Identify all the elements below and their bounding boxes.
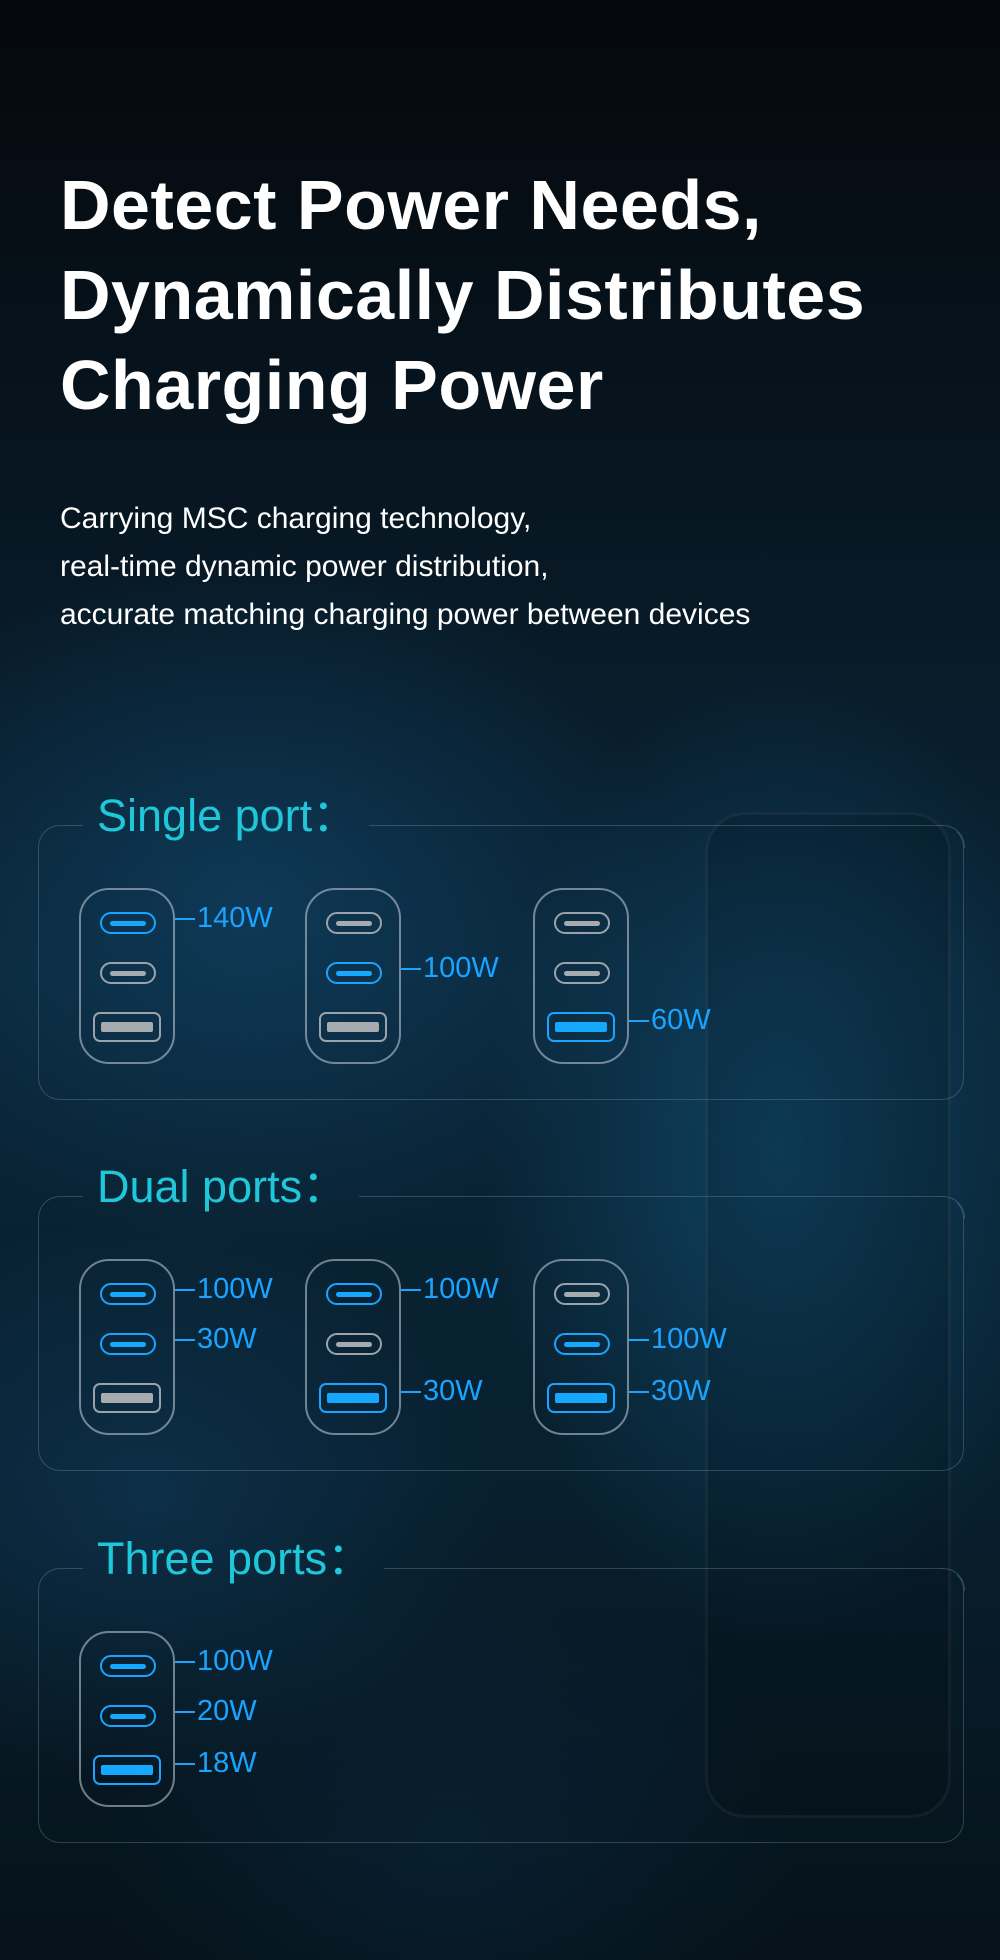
power-value: 100W bbox=[423, 952, 499, 984]
charger-icon bbox=[79, 1631, 175, 1807]
power-value: 18W bbox=[197, 1747, 257, 1779]
charger-icon bbox=[305, 1259, 401, 1435]
usb-c-port-icon bbox=[554, 1333, 610, 1355]
usb-c-port-icon bbox=[100, 1655, 156, 1677]
connector-line bbox=[401, 1288, 421, 1291]
port-power-label: 100W bbox=[401, 952, 499, 985]
subtitle-line: Carrying MSC charging technology, bbox=[60, 502, 532, 535]
usb-c-port-icon bbox=[100, 962, 156, 984]
power-value: 140W bbox=[197, 902, 273, 934]
connector-line bbox=[175, 1288, 195, 1291]
usb-c-port-icon bbox=[326, 962, 382, 984]
port-mode-section: Dual ports： 100W 30W 100W 30W 100W 30W bbox=[38, 1161, 965, 1471]
charger-icon bbox=[533, 1259, 629, 1435]
power-value: 30W bbox=[651, 1375, 711, 1407]
usb-a-port-icon bbox=[319, 1383, 387, 1413]
usb-c-port-icon bbox=[326, 1333, 382, 1355]
section-label: Three ports： bbox=[97, 1533, 373, 1584]
charger-icon bbox=[305, 888, 401, 1064]
subtitle: Carrying MSC charging technology, real-t… bbox=[60, 495, 750, 639]
usb-a-port-icon bbox=[93, 1755, 161, 1785]
usb-c-port-icon bbox=[100, 1705, 156, 1727]
connector-line bbox=[401, 967, 421, 970]
power-value: 100W bbox=[651, 1323, 727, 1355]
usb-c-port-icon bbox=[100, 912, 156, 934]
section-label: Single port： bbox=[97, 790, 358, 841]
title-line: Detect Power Needs, bbox=[60, 166, 762, 244]
charger-icon bbox=[533, 888, 629, 1064]
port-mode-section: Three ports： 100W 20W 18W bbox=[38, 1533, 965, 1843]
usb-a-port-icon bbox=[319, 1012, 387, 1042]
section-border-corner bbox=[941, 1195, 965, 1219]
usb-a-port-icon bbox=[547, 1012, 615, 1042]
usb-c-port-icon bbox=[554, 962, 610, 984]
section-border-top bbox=[369, 824, 943, 826]
section-border-top bbox=[38, 1567, 83, 1591]
power-value: 30W bbox=[423, 1375, 483, 1407]
charger-icon bbox=[79, 1259, 175, 1435]
usb-c-port-icon bbox=[554, 1283, 610, 1305]
connector-line bbox=[629, 1338, 649, 1341]
connector-line bbox=[175, 1710, 195, 1713]
usb-a-port-icon bbox=[93, 1383, 161, 1413]
connector-line bbox=[629, 1390, 649, 1393]
port-power-label: 30W bbox=[175, 1323, 257, 1356]
title-line: Dynamically Distributes bbox=[60, 256, 866, 334]
port-power-label: 20W bbox=[175, 1695, 257, 1728]
port-power-label: 30W bbox=[401, 1375, 483, 1408]
usb-c-port-icon bbox=[326, 912, 382, 934]
port-power-label: 18W bbox=[175, 1747, 257, 1780]
connector-line bbox=[175, 917, 195, 920]
usb-c-port-icon bbox=[326, 1283, 382, 1305]
connector-line bbox=[401, 1390, 421, 1393]
power-value: 100W bbox=[197, 1273, 273, 1305]
power-value: 100W bbox=[423, 1273, 499, 1305]
charger-device-silhouette bbox=[705, 812, 951, 1818]
power-value: 100W bbox=[197, 1645, 273, 1677]
section-border-top bbox=[38, 1195, 83, 1219]
usb-a-port-icon bbox=[547, 1383, 615, 1413]
connector-line bbox=[175, 1660, 195, 1663]
section-border-corner bbox=[941, 824, 965, 848]
connector-line bbox=[175, 1762, 195, 1765]
usb-a-port-icon bbox=[93, 1012, 161, 1042]
section-border-top bbox=[384, 1567, 943, 1569]
port-power-label: 30W bbox=[629, 1375, 711, 1408]
subtitle-line: accurate matching charging power between… bbox=[60, 598, 751, 631]
title-line: Charging Power bbox=[60, 346, 604, 424]
page-title: Detect Power Needs, Dynamically Distribu… bbox=[60, 160, 865, 430]
port-power-label: 140W bbox=[175, 902, 273, 935]
port-power-label: 100W bbox=[175, 1273, 273, 1306]
section-border-top bbox=[359, 1195, 943, 1197]
connector-line bbox=[629, 1019, 649, 1022]
section-border-corner bbox=[941, 1567, 965, 1591]
usb-c-port-icon bbox=[554, 912, 610, 934]
power-value: 20W bbox=[197, 1695, 257, 1727]
port-power-label: 100W bbox=[629, 1323, 727, 1356]
usb-c-port-icon bbox=[100, 1283, 156, 1305]
section-border-top bbox=[38, 824, 83, 848]
port-power-label: 100W bbox=[401, 1273, 499, 1306]
section-label: Dual ports： bbox=[97, 1161, 348, 1212]
charger-icon bbox=[79, 888, 175, 1064]
subtitle-line: real-time dynamic power distribution, bbox=[60, 550, 549, 583]
power-value: 60W bbox=[651, 1004, 711, 1036]
power-value: 30W bbox=[197, 1323, 257, 1355]
port-mode-section: Single port： 140W 100W 60W bbox=[38, 790, 965, 1100]
port-power-label: 60W bbox=[629, 1004, 711, 1037]
port-power-label: 100W bbox=[175, 1645, 273, 1678]
connector-line bbox=[175, 1338, 195, 1341]
usb-c-port-icon bbox=[100, 1333, 156, 1355]
